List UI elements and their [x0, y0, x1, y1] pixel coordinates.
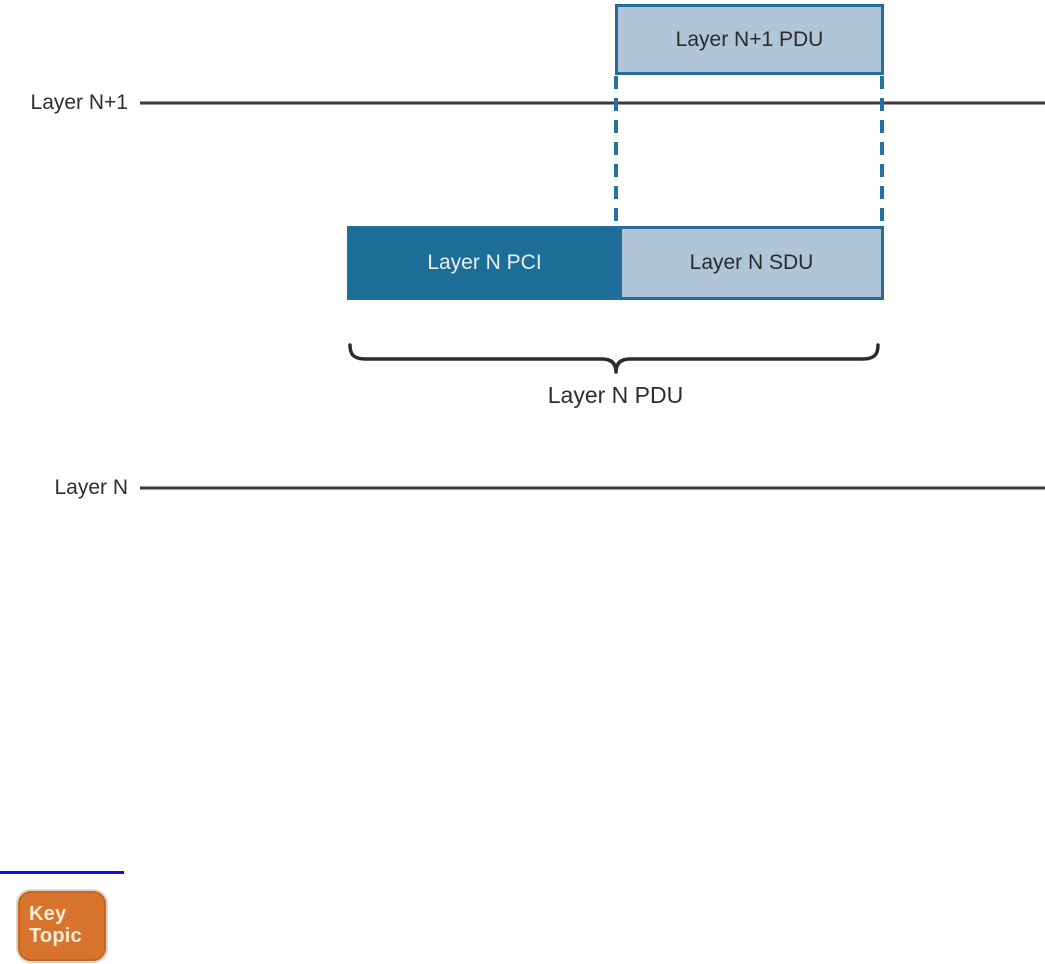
layer-n-pdu-composite-box: Layer N PCI Layer N SDU: [347, 226, 884, 300]
key-topic-line2: Topic: [29, 925, 82, 947]
layer-n-sdu-box: Layer N SDU: [619, 229, 881, 297]
layer-n-pdu-brace: [348, 343, 880, 374]
layer-n-plus-1-pdu-box: Layer N+1 PDU: [615, 4, 884, 75]
layer-n-plus-1-label: Layer N+1: [30, 91, 128, 114]
key-topic-icon: Key Topic: [18, 891, 106, 961]
layer-n-sdu-box-label: Layer N SDU: [689, 251, 814, 274]
key-topic-line1: Key: [29, 903, 67, 925]
layer-n-pdu-caption: Layer N PDU: [547, 382, 684, 408]
layer-n-pci-box: Layer N PCI: [350, 229, 619, 297]
layer-n-label: Layer N: [54, 476, 128, 499]
layer-n-pci-box-label: Layer N PCI: [427, 251, 542, 274]
layer-n-plus-1-pdu-box-label: Layer N+1 PDU: [675, 27, 824, 51]
blue-divider-rule: [0, 871, 124, 874]
